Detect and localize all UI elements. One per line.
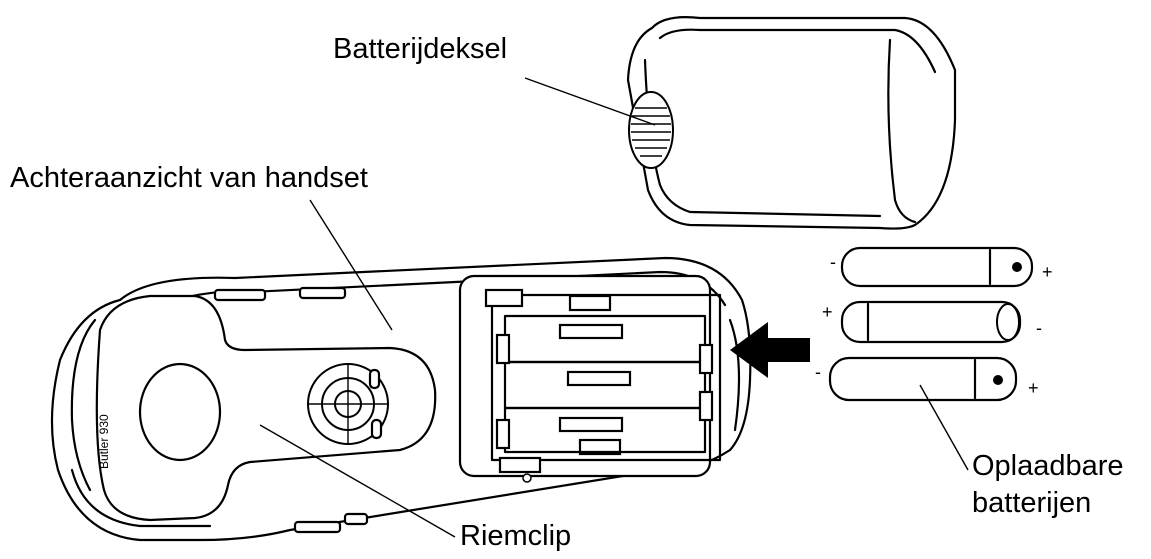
battery-1-neg: -	[830, 252, 836, 272]
brand-label: Butler 930	[97, 414, 111, 469]
battery-3-pos: +	[1028, 378, 1039, 398]
label-handset-back: Achteraanzicht van handset	[10, 162, 368, 194]
label-batteries-line2: batterijen	[972, 487, 1092, 519]
battery-3	[828, 356, 1018, 402]
leader-lines	[259, 77, 969, 538]
insert-arrow	[730, 322, 810, 378]
battery-cover	[626, 16, 957, 230]
battery-1-pos: +	[1042, 262, 1053, 282]
battery-3-neg: -	[815, 362, 821, 382]
belt-clip	[95, 294, 437, 522]
label-belt-clip: Riemclip	[460, 520, 572, 552]
battery-2-neg: -	[1036, 318, 1042, 338]
battery-2	[840, 300, 1022, 344]
battery-2-pos: +	[822, 302, 833, 322]
battery-1	[840, 246, 1034, 288]
label-battery-cover: Batterijdeksel	[333, 33, 508, 65]
label-batteries-line1: Oplaadbare	[972, 450, 1124, 482]
battery-compartment	[458, 274, 722, 483]
